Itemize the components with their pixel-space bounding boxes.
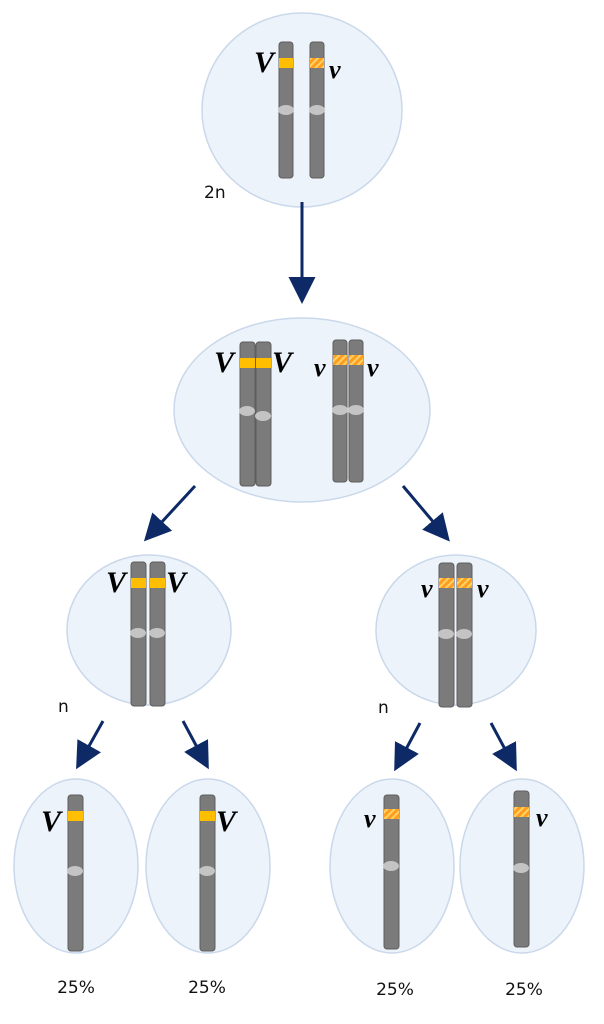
centromere [278, 105, 294, 115]
centromere [67, 866, 83, 876]
dominant-allele-band [150, 578, 165, 588]
sister-chromatids-recessive [332, 339, 364, 483]
gamete-4-probability: 25% [505, 980, 543, 1000]
centromere [239, 406, 255, 416]
allele-label-dominant: V [216, 805, 239, 838]
recessive-allele-band [439, 578, 454, 588]
ploidy-label-haploid-right: n [378, 698, 389, 718]
sister-chromatids-dominant [239, 341, 272, 487]
daughter-cell-left: V V [66, 554, 232, 707]
centromere [332, 405, 348, 415]
daughter-cell-right: v v [375, 554, 537, 708]
dominant-allele-band [200, 811, 215, 821]
allele-label-recessive-right: v [477, 574, 489, 603]
recessive-allele-band [384, 809, 399, 819]
gamete-cell-2: V [145, 778, 271, 954]
recessive-allele-band [349, 355, 363, 365]
centromere [149, 628, 165, 638]
dominant-allele-band [68, 811, 83, 821]
dominant-allele-band [256, 358, 271, 368]
gamete-cell-4: v [459, 778, 585, 954]
gamete-cell-3: v [329, 778, 455, 954]
allele-label-recessive-right: v [367, 353, 379, 382]
allele-label-dominant-right: V [272, 346, 295, 379]
centromere [383, 861, 399, 871]
replicated-cell-membrane [173, 317, 431, 503]
recessive-allele-band [514, 807, 529, 817]
allele-label-recessive-left: v [421, 574, 433, 603]
parent-chromosome-recessive [309, 41, 325, 179]
chromosome-body [383, 794, 400, 950]
replicated-cell: V V v v [173, 317, 431, 503]
gamete-cell-1: V [13, 778, 139, 954]
arrow-replicated-to-right [401, 485, 450, 542]
centromere [199, 866, 215, 876]
arrow-right-to-gamete-3 [394, 722, 422, 772]
dominant-allele-band [279, 58, 293, 68]
recessive-allele-band [457, 578, 472, 588]
centromere [348, 405, 364, 415]
dominant-allele-band [131, 578, 146, 588]
gamete-2-probability: 25% [188, 978, 226, 998]
allele-label-dominant-left: V [106, 566, 129, 599]
arrow-left-to-gamete-2 [181, 720, 209, 770]
allele-label-recessive: v [536, 803, 548, 832]
daughter-cell-left-membrane [66, 554, 232, 706]
allele-label-dominant-right: V [166, 566, 189, 599]
centromere [130, 628, 146, 638]
parent-cell-membrane [201, 12, 403, 208]
recessive-allele-band [310, 58, 324, 68]
ploidy-label-diploid: 2n [204, 183, 226, 203]
allele-label-recessive-left: v [314, 353, 326, 382]
parent-chromosome-dominant [278, 41, 294, 179]
dominant-allele-band [240, 358, 255, 368]
daughter-cell-right-membrane [375, 554, 537, 706]
arrow-left-to-gamete-1 [76, 720, 105, 770]
allele-label-recessive: v [329, 55, 341, 84]
allele-label-dominant-left: V [214, 346, 237, 379]
recessive-allele-band [333, 355, 347, 365]
centromere [255, 411, 271, 421]
allele-label-recessive: v [364, 804, 376, 833]
parent-cell: V v [201, 12, 403, 208]
centromere [513, 863, 529, 873]
centromere [438, 629, 454, 639]
gamete-3-probability: 25% [376, 980, 414, 1000]
ploidy-label-haploid-left: n [58, 697, 69, 717]
arrow-right-to-gamete-4 [489, 722, 517, 772]
centromere [456, 629, 472, 639]
gamete-1-probability: 25% [57, 978, 95, 998]
arrow-replicated-to-left [143, 484, 197, 542]
allele-label-dominant: V [254, 46, 277, 79]
allele-label-dominant: V [41, 805, 64, 838]
centromere [309, 105, 325, 115]
